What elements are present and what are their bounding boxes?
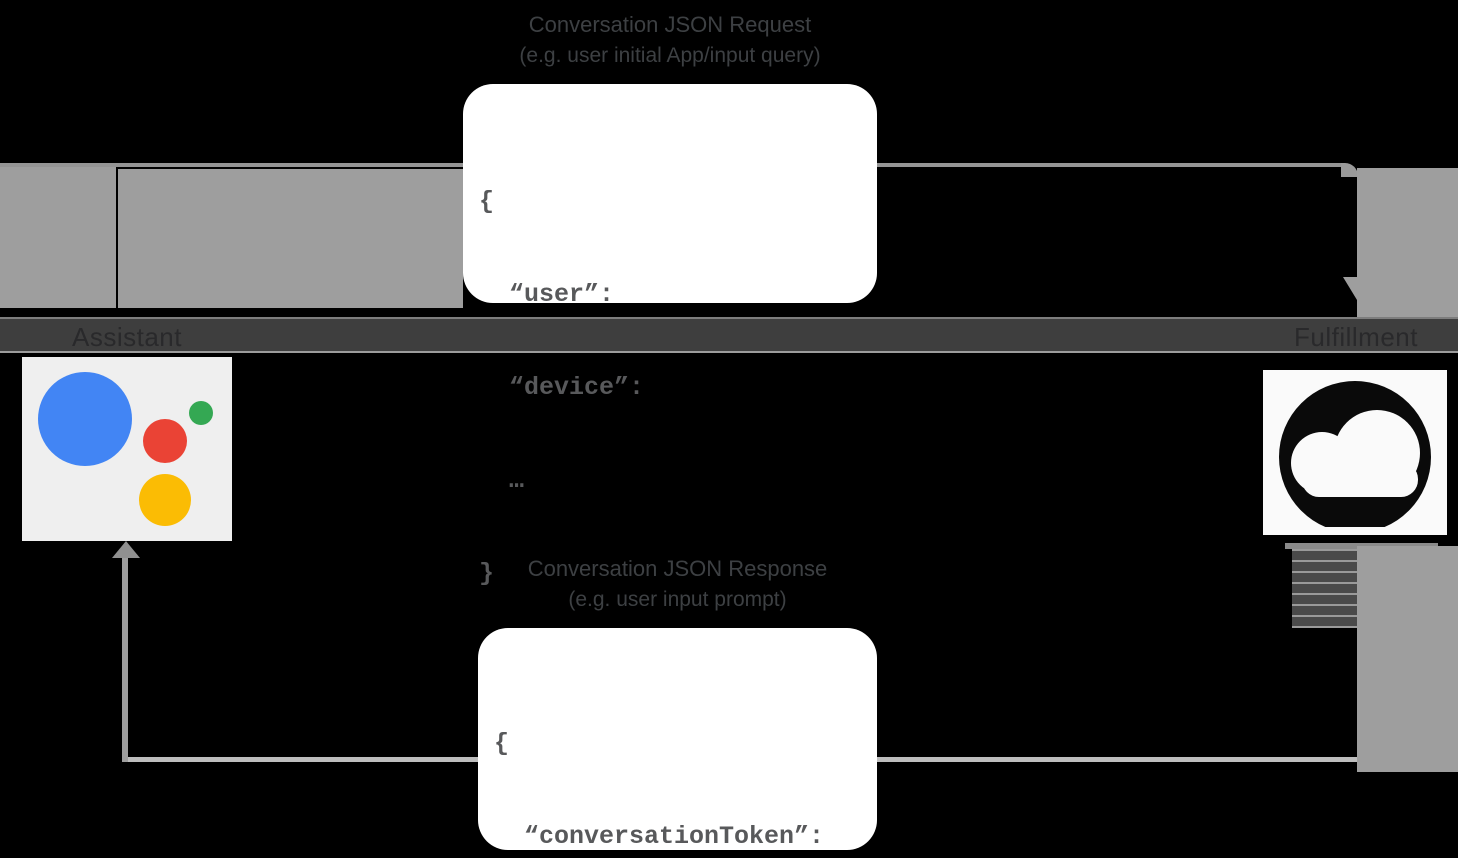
request-subtitle: (e.g. user initial App/input query) [519,44,821,67]
assistant-label: Assistant [72,322,182,352]
assistant-blue-circle [38,372,132,466]
request-code-box: { “user”: “device”: … } [463,84,877,588]
code-line: … [479,466,525,495]
fulfillment-label: Fulfillment [1294,322,1418,352]
request-arrow-flood-left [0,163,116,308]
code-line: { [494,729,510,758]
flood-divider [116,163,118,308]
request-title: Conversation JSON Request [528,12,812,37]
code-line: } [479,559,495,588]
code-line: “conversationToken”: [494,822,825,851]
code-line: “user”: [479,280,615,309]
response-subtitle: (e.g. user input prompt) [568,588,787,611]
fulfillment-shadow-stripes [1292,549,1357,628]
request-arrow-flood-right [1357,168,1458,318]
request-arrow-corner [1341,163,1358,177]
arrowhead-down-icon [1343,277,1371,300]
request-arrow-flood-left-inner [118,169,463,308]
cloud-icon-base [1302,462,1418,497]
assistant-yellow-circle [139,474,191,526]
response-arrow-vertical [122,552,128,762]
assistant-tile [22,357,232,541]
code-line: “device”: [479,373,645,402]
response-flow-title: Conversation JSON Response (e.g. user in… [448,553,907,615]
response-title: Conversation JSON Response [527,556,828,581]
assistant-red-circle [143,419,187,463]
request-flow-title: Conversation JSON Request (e.g. user ini… [433,9,907,71]
fulfillment-tile [1263,370,1447,535]
code-line: { [479,187,495,216]
response-arrow-flood-right [1357,546,1458,772]
arrowhead-up-icon [112,541,140,558]
node-label-band [0,317,1458,353]
assistant-green-circle [189,401,213,425]
cloud-icon-flat-bottom [1263,527,1447,535]
response-code-box: { “conversationToken”: “userStorage”: … … [478,628,877,851]
